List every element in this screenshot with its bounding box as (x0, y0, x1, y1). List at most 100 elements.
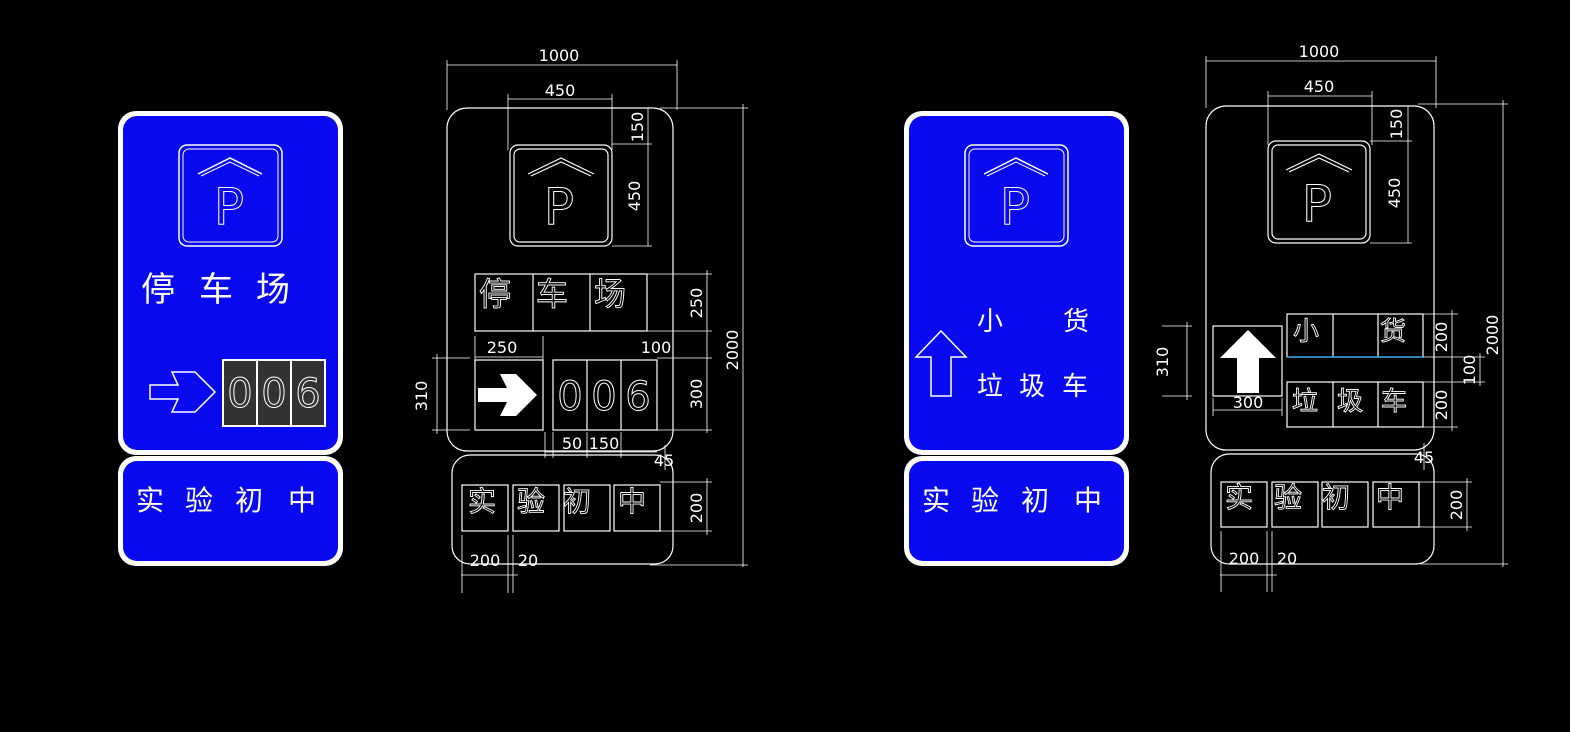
parking-p-icon: P (178, 144, 283, 247)
drawing1-dimensioned: P 停 车 场 0 0 6 (432, 60, 748, 593)
drawing1-digit: 6 (625, 374, 650, 420)
dim-label: 300 (1233, 393, 1264, 412)
sign2-row1-char: 小 (977, 307, 1003, 337)
sign1-digit: 0 (227, 371, 252, 417)
dim-label: 200 (687, 493, 706, 524)
dim-label: 200 (1447, 490, 1466, 521)
sign2-bottom-char: 初 (1021, 484, 1049, 517)
drawing1-title-char: 车 (536, 275, 568, 313)
sign2-bottom-panel (909, 461, 1124, 561)
dim-label: 300 (687, 379, 706, 410)
sign1-bottom-char: 初 (235, 484, 263, 517)
drawing1-dimension-labels: 1000 450 150 450 250 2000 250 100 300 31… (412, 46, 742, 570)
sign2-bottom-char: 中 (1074, 484, 1102, 517)
arrow-right-icon (478, 374, 537, 416)
sign1-title-char: 车 (199, 270, 233, 310)
sign1-bottom-char: 中 (288, 484, 316, 517)
sign2-row2-char: 垃 (977, 372, 1003, 402)
drawing2-bottom-char: 中 (1376, 481, 1404, 514)
drawing2-row2-char: 垃 (1292, 387, 1318, 417)
sign2-garbage-truck: P 小 货 垃 圾 车 实 验 初 中 (904, 111, 1129, 566)
drawing2-bottom-outline (1210, 453, 1435, 565)
dim-label: 150 (589, 434, 620, 453)
drawing1-dimension-lines (432, 60, 748, 593)
drawing1-bottom-grid (461, 484, 661, 532)
sign1-bottom-char: 验 (185, 484, 213, 517)
dim-label: 150 (1387, 109, 1406, 140)
sign1-digit: 0 (261, 371, 286, 417)
dim-label: 2000 (723, 330, 742, 371)
dim-label: 250 (487, 338, 518, 357)
sign1-title-char: 场 (256, 270, 290, 310)
sign1-bottom-char: 实 (136, 484, 164, 517)
drawing1-digit: 0 (557, 374, 582, 420)
dim-label: 45 (1414, 448, 1434, 467)
dim-label: 200 (470, 551, 501, 570)
dim-label: 100 (641, 338, 672, 357)
drawing2-row2-char: 圾 (1337, 387, 1363, 417)
arrow-up-icon (914, 329, 968, 397)
dim-label: 2000 (1483, 315, 1502, 356)
drawing1-bottom-char: 验 (517, 485, 545, 518)
dim-label: 20 (1277, 549, 1297, 568)
drawing2-dimensioned: P 小 货 垃 圾 车 实 验 (1162, 56, 1508, 592)
sign1-title-char: 停 (141, 270, 175, 310)
drawing1-arrow-box (474, 359, 544, 431)
sign1-parking-direction: P 停 车 场 0 0 6 实 验 初 中 (118, 111, 343, 566)
dim-label: 1000 (1299, 42, 1340, 61)
drawing2-dimension-labels: 1000 450 150 450 2000 200 100 200 310 30… (1153, 42, 1502, 568)
drawing1-bottom-char: 中 (618, 485, 646, 518)
drawing2-row1-grid (1286, 313, 1424, 358)
sign2-row1-char: 货 (1063, 307, 1089, 337)
parking-letter: P (1302, 175, 1332, 233)
sign2-bottom-char: 实 (922, 484, 950, 517)
dim-label: 450 (545, 81, 576, 100)
drawing2-top-outline (1205, 105, 1435, 451)
dim-label: 450 (1304, 77, 1335, 96)
drawing2-bottom-char: 初 (1322, 481, 1350, 514)
drawing2-row1-char: 小 (1293, 317, 1319, 347)
dim-label: 450 (625, 181, 644, 212)
drawing1-title-char: 场 (594, 275, 626, 313)
dim-label: 150 (628, 112, 647, 143)
drawing1-digit-grid (552, 359, 658, 431)
dim-label: 50 (562, 434, 582, 453)
parking-letter: P (214, 178, 244, 236)
drawing1-bottom-outline (451, 454, 674, 565)
dim-label: 310 (1153, 347, 1172, 378)
arrow-up-icon (1220, 330, 1276, 393)
sign1-digit: 6 (295, 371, 320, 417)
drawing1-digit: 0 (591, 374, 616, 420)
drawing2-dimension-lines (1162, 56, 1508, 592)
dim-label: 200 (1432, 322, 1451, 353)
drawing2-arrow-box (1212, 325, 1283, 397)
arrow-right-icon (149, 371, 217, 413)
sign2-top-panel (909, 116, 1124, 450)
drawing2-row1-char: 货 (1380, 317, 1406, 347)
dim-label: 450 (1385, 178, 1404, 209)
drawing1-bottom-char: 实 (468, 485, 496, 518)
sign2-row2-char: 车 (1062, 372, 1088, 402)
drawing1-top-outline (446, 107, 674, 452)
drawing2-bottom-char: 验 (1274, 481, 1302, 514)
drawing2-bottom-char: 实 (1225, 481, 1253, 514)
dim-label: 250 (687, 288, 706, 319)
sign1-digit-panel: 0 0 6 (222, 359, 326, 427)
dim-label: 45 (654, 451, 674, 470)
dim-label: 200 (1229, 549, 1260, 568)
parking-p-icon: P (964, 144, 1069, 247)
drawing2-row2-char: 车 (1381, 387, 1407, 417)
sign2-row2-char: 圾 (1019, 372, 1045, 402)
sign2-bottom-char: 验 (971, 484, 999, 517)
drawing1-bottom-char: 初 (563, 485, 591, 518)
drawing2-bottom-grid (1220, 481, 1420, 528)
dim-label: 310 (412, 381, 431, 412)
parking-p-icon: P (1267, 140, 1371, 244)
parking-letter: P (544, 178, 574, 236)
dim-label: 1000 (539, 46, 580, 65)
drawing1-title-grid (474, 273, 648, 332)
parking-p-icon: P (509, 144, 613, 247)
dim-label: 100 (1460, 355, 1479, 386)
drawing1-title-char: 停 (479, 275, 511, 313)
